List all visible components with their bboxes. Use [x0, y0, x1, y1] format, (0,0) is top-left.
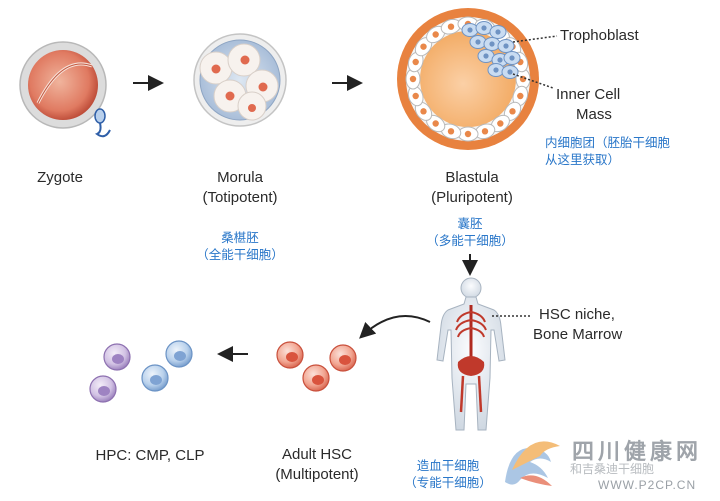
trophoblast-pointer	[512, 35, 558, 43]
blastula-label: Blastula (Pluripotent)	[412, 168, 532, 208]
adult-hsc-label: Adult HSC (Multipotent)	[262, 445, 372, 485]
morula-cn-label: 桑椹胚 （全能干细胞）	[180, 230, 300, 264]
inner-cell-mass-nucleus	[497, 57, 503, 63]
morula-cn-name: 桑椹胚	[221, 231, 259, 245]
inner-cell-line2: Mass	[576, 106, 612, 123]
hpc-nucleus	[98, 386, 110, 396]
hsc-nucleus	[339, 355, 351, 365]
hpc-nucleus	[112, 354, 124, 364]
trophoblast-nucleus	[464, 130, 472, 138]
watermark-title: 四川健康网	[572, 440, 703, 465]
inner-cell-mass-nucleus	[507, 69, 513, 75]
human-body	[436, 277, 506, 431]
trophoblast-label: Trophoblast	[560, 27, 639, 44]
inner-cell-cn-line1: 内细胞团（胚胎干细胞	[545, 136, 671, 150]
blastula-name: Blastula	[445, 169, 499, 186]
hpc-label: HPC: CMP, CLP	[95, 447, 205, 464]
inner-cell-mass-nucleus	[495, 29, 501, 35]
trophoblast-nucleus	[517, 92, 524, 100]
trophoblast-nucleus	[432, 120, 439, 127]
trophoblast-nucleus	[447, 128, 455, 135]
morula-name: Morula	[217, 169, 263, 186]
adult-hsc-cn-label: 造血干细胞 （专能干细胞）	[392, 458, 504, 492]
inner-cell-mass-nucleus	[467, 27, 473, 33]
hpc-nucleus	[150, 375, 162, 385]
inner-cell-mass-cn-label: 内细胞团（胚胎干细胞 从这里获取）	[545, 135, 670, 169]
inner-cell-line1: Inner Cell	[556, 86, 621, 103]
watermark-url: WWW.P2CP.CN	[598, 478, 697, 492]
trophoblast-nucleus	[481, 128, 489, 135]
trophoblast-nucleus	[420, 108, 427, 115]
inner-cell-cn-line2: 从这里获取）	[545, 153, 621, 167]
trophoblast-nucleus	[420, 43, 427, 50]
blastula-cell	[397, 8, 539, 150]
hpc-cells	[89, 340, 193, 403]
inner-cell-mass-nucleus	[509, 55, 515, 61]
hsc-niche-label: HSC niche, Bone Marrow	[533, 305, 622, 345]
morula-label: Morula (Totipotent)	[185, 168, 295, 208]
morula-cn-potency: （全能干细胞）	[196, 248, 284, 262]
inner-cell-mass-nucleus	[481, 25, 487, 31]
trophoblast-nucleus	[409, 75, 417, 83]
inner-cell-mass-label: Inner Cell Mass	[556, 85, 620, 125]
inner-cell-mass-pointer	[512, 73, 554, 89]
niche-line2: Bone Marrow	[533, 326, 623, 343]
hpc-nucleus	[174, 351, 186, 361]
zygote-label: Zygote	[37, 169, 83, 186]
adult-hsc-cn-name: 造血干细胞	[416, 459, 480, 473]
trophoblast-nucleus	[412, 92, 419, 100]
trophoblast-nucleus	[509, 108, 516, 115]
blastula-cn-name: 囊胚	[457, 217, 483, 231]
trophoblast-nucleus	[497, 120, 504, 127]
adult-hsc-name: Adult HSC	[281, 446, 353, 463]
watermark-logo	[505, 441, 560, 486]
blastula-cn-potency: （多能干细胞）	[426, 234, 514, 248]
inner-cell-mass-nucleus	[503, 43, 509, 49]
hsc-nucleus	[286, 352, 298, 362]
adult-hsc-cells	[276, 341, 357, 392]
adult-hsc-cn-potency: （专能干细胞）	[404, 476, 492, 490]
inner-cell-mass-nucleus	[489, 41, 495, 47]
trophoblast-nucleus	[447, 23, 455, 30]
inner-cell-mass-nucleus	[483, 53, 489, 59]
morula-cell	[193, 33, 287, 127]
arrow-body-hsc	[359, 315, 431, 339]
blastula-potency: (Pluripotent)	[431, 189, 513, 206]
blastula-cn-label: 囊胚 （多能干细胞）	[410, 216, 530, 250]
inner-cell-mass-nucleus	[475, 39, 481, 45]
morula-potency: (Totipotent)	[202, 189, 278, 206]
inner-cell-mass-nucleus	[493, 67, 499, 73]
zygote-cell	[19, 41, 111, 138]
watermark-subtitle: 和吉桑迪干细胞	[570, 462, 655, 476]
niche-line1: HSC niche,	[539, 306, 615, 323]
trophoblast-nucleus	[432, 31, 439, 38]
adult-hsc-potency: (Multipotent)	[275, 466, 359, 483]
hsc-nucleus	[312, 375, 324, 385]
trophoblast-nucleus	[412, 58, 419, 66]
